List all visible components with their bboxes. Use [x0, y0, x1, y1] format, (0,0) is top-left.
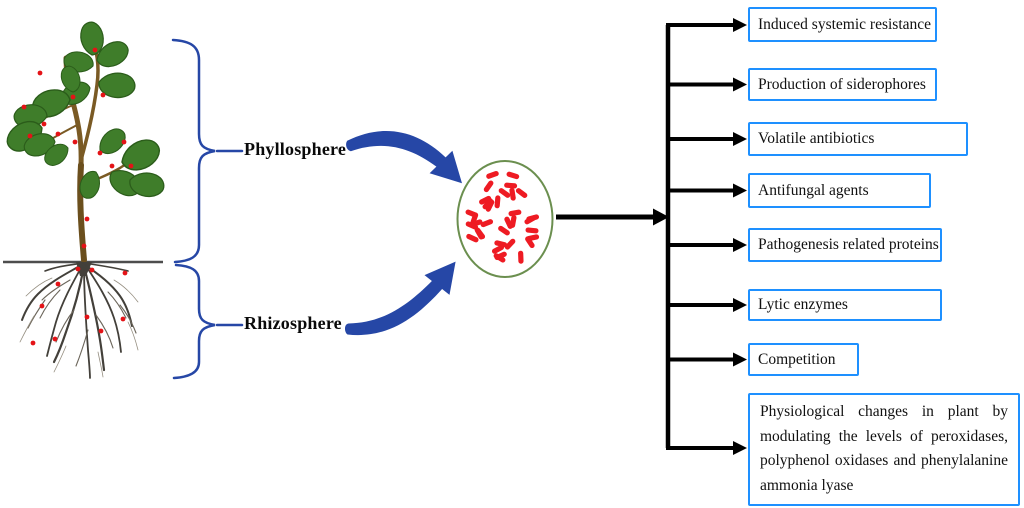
bacteria-rod-icon: [504, 216, 513, 229]
bacteria-rods: [465, 170, 540, 264]
mechanism-box-competition: Competition: [748, 343, 859, 376]
bacteria-rod-icon: [525, 236, 535, 249]
branch-arrowhead-icon: [733, 298, 747, 312]
bacteria-circle-icon: [456, 160, 554, 278]
plant-leaves-icon: [2, 20, 168, 203]
branch-arrowhead-icon: [733, 18, 747, 32]
bacteria-rod-icon: [466, 233, 479, 243]
bacteria-rod-icon: [493, 253, 506, 263]
mechanism-box-pathogenesis-related-proteins: Pathogenesis related proteins: [748, 228, 942, 262]
bacteria-rod-icon: [475, 227, 486, 240]
bacteria-rod-icon: [498, 188, 511, 198]
bacteria-rod-icon: [509, 187, 516, 201]
bacteria-rod-icon: [483, 180, 494, 193]
mechanism-box-production-of-siderophores: Production of siderophores: [748, 68, 937, 101]
mechanism-box-volatile-antibiotics: Volatile antibiotics: [748, 122, 968, 156]
bacteria-rod-icon: [491, 244, 505, 254]
bacteria-rod-icon: [515, 188, 528, 198]
bacteria-rod-icon: [506, 171, 520, 180]
mechanism-tree-arrows: [556, 18, 747, 455]
bacteria-rod-icon: [480, 219, 494, 228]
phyllosphere-label: Phyllosphere: [244, 139, 347, 159]
bacteria-rod-icon: [486, 170, 499, 179]
branch-arrowhead-icon: [733, 352, 747, 367]
plant-roots-icon: [19, 262, 139, 379]
phyllosphere-bacteria-dots: [21, 47, 134, 249]
bacteria-rod-icon: [504, 238, 516, 250]
mechanism-box-induced-systemic-resistance: Induced systemic resistance: [748, 7, 937, 42]
bacteria-rod-icon: [494, 195, 501, 209]
mechanism-box-lytic-enzymes: Lytic enzymes: [748, 289, 942, 321]
bacteria-rod-icon: [518, 250, 524, 264]
phyllosphere-brace-icon: [171, 38, 216, 264]
bacteria-rod-icon: [482, 198, 493, 210]
mechanism-box-physiological-changes: Physiological changes in plant by modula…: [748, 393, 1020, 506]
bacteria-rod-icon: [479, 195, 492, 205]
bacteria-rod-icon: [525, 227, 539, 234]
main-arrowhead-icon: [653, 208, 669, 226]
branch-arrowhead-icon: [733, 183, 747, 198]
bacteria-rod-icon: [504, 182, 518, 189]
rhizosphere-label: Rhizosphere: [244, 313, 342, 333]
bacteria-rod-icon: [494, 240, 508, 248]
branch-arrowhead-icon: [733, 77, 747, 92]
bacteria-rod-icon: [526, 214, 540, 222]
bacteria-rod-icon: [465, 221, 479, 230]
phyllosphere-curved-arrow-icon: [346, 131, 462, 184]
mechanism-box-antifungal-agents: Antifungal agents: [748, 173, 931, 208]
branch-arrowhead-icon: [733, 441, 747, 455]
rhizosphere-curved-arrow-icon: [344, 261, 456, 336]
rhizosphere-brace-icon: [172, 263, 216, 380]
branch-arrowhead-icon: [733, 132, 747, 146]
rhizosphere-bacteria-dots: [30, 266, 128, 346]
branch-arrowhead-icon: [733, 238, 747, 252]
branch-arrows: [666, 18, 747, 455]
bacteria-rod-icon: [508, 209, 522, 217]
bacteria-rod-icon: [498, 225, 510, 236]
bacteria-rod-icon: [465, 209, 478, 218]
